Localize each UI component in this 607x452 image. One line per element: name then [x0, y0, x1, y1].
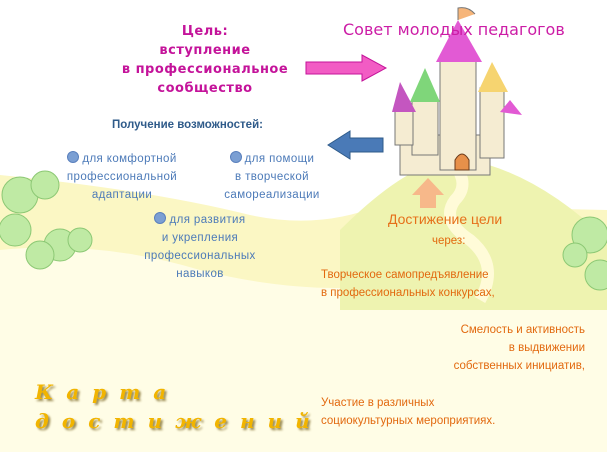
bullet-icon: [67, 151, 80, 163]
achievement-mean: Участие в различных социокультурных меро…: [321, 394, 495, 430]
mean-line: Смелость и активность: [460, 324, 585, 336]
opportunity-line: профессиональных: [144, 250, 256, 262]
opportunity-line: профессиональной: [66, 171, 178, 183]
achievement-mean: Творческое самопредъявление в профессион…: [321, 266, 495, 302]
goal-line: вступление: [159, 43, 251, 58]
map-title: Карта достижений: [35, 378, 323, 436]
achievement-mean: Смелость и активность в выдвижении собст…: [380, 321, 585, 375]
bullet-icon: [154, 212, 167, 224]
map-title-line: достижений: [35, 409, 323, 433]
opportunity-item: для помощи в творческой самореализации: [212, 150, 332, 204]
arrow-up-icon: [412, 178, 444, 208]
achievement-subtitle: через:: [432, 235, 466, 247]
goal-line: сообщество: [157, 81, 253, 96]
bush-right: [562, 216, 607, 291]
mean-line: Творческое самопредъявление: [321, 269, 489, 281]
opportunity-line: для развития: [169, 214, 246, 226]
mean-line: Участие в различных: [321, 397, 435, 409]
bush-left: [0, 170, 93, 270]
goal-text: Цель: вступление в профессиональное сооб…: [105, 22, 305, 98]
opportunity-line: для помощи: [244, 153, 315, 165]
opportunity-line: самореализации: [224, 189, 320, 201]
goal-line: Цель:: [181, 24, 229, 39]
opportunities-title: Получение возможностей:: [112, 119, 263, 131]
council-title: Совет молодых педагогов: [343, 20, 565, 39]
opportunity-line: адаптации: [91, 189, 153, 201]
mean-line: социокультурных мероприятиях.: [321, 415, 496, 427]
opportunity-line: и укрепления: [161, 232, 239, 244]
achievement-title: Достижение цели: [388, 211, 503, 227]
mean-line: собственных инициатив,: [453, 360, 585, 372]
map-title-line: Карта: [35, 380, 180, 404]
bullet-icon: [229, 151, 242, 163]
opportunity-item: для развития и укрепления профессиональн…: [135, 211, 265, 283]
mean-line: в выдвижении: [508, 342, 585, 354]
path-road: [444, 161, 494, 303]
arrow-to-castle-icon: [305, 54, 388, 82]
opportunity-line: в творческой: [234, 171, 309, 183]
opportunity-line: для комфортной: [82, 153, 177, 165]
opportunity-item: для комфортной профессиональной адаптаци…: [52, 150, 192, 204]
castle-illustration: [392, 7, 522, 176]
opportunity-line: навыков: [176, 268, 224, 280]
castle-hill: [340, 158, 607, 310]
goal-line: в профессиональное: [121, 62, 289, 77]
arrow-to-opportunities-icon: [327, 130, 384, 160]
mean-line: в профессиональных конкурсах,: [321, 287, 495, 299]
